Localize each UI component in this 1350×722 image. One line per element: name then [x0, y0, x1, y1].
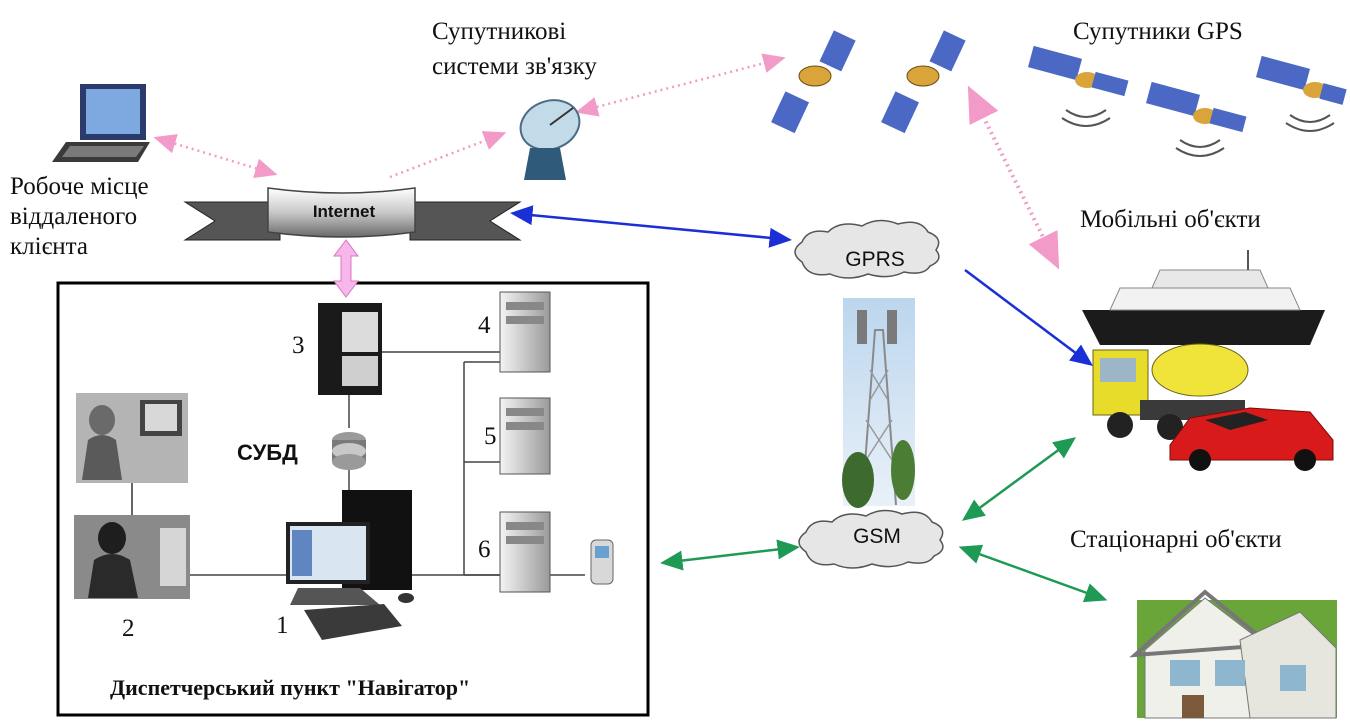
operator-photo-bottom	[74, 515, 190, 599]
number-4: 4	[478, 312, 491, 339]
server-3-icon	[318, 303, 382, 395]
sports-car-image	[1169, 407, 1334, 471]
gprs-links	[510, 205, 1093, 366]
remote-label-line3: клієнта	[10, 233, 89, 260]
satellite-links	[153, 53, 1060, 270]
dbms-label: СУБД	[237, 440, 298, 465]
gprs-label: GPRS	[845, 248, 905, 271]
satcom-label-line2: системи зв'язку	[432, 53, 597, 80]
server-5-icon	[499, 397, 551, 475]
stationary-objects-label: Стаціонарні об'єкти	[1070, 526, 1282, 553]
ship-image	[1082, 250, 1325, 345]
gps-label: Супутники GPS	[1073, 18, 1243, 45]
number-1: 1	[276, 612, 289, 639]
house-image	[1129, 589, 1337, 719]
server-6-icon	[499, 511, 551, 593]
dispatch-title: Диспетчерський пункт "Навігатор"	[110, 675, 471, 700]
gps-satellite-icon	[1256, 55, 1347, 132]
mobile-objects-label: Мобільні об'єкти	[1080, 206, 1261, 233]
operator-photo-top	[76, 393, 188, 483]
satellite-dish-icon	[519, 99, 581, 180]
remote-label-line2: віддаленого	[10, 203, 138, 230]
workstation-1-icon	[286, 490, 414, 640]
internet-server-link	[333, 239, 359, 298]
internet-label: Internet	[312, 202, 376, 221]
server-4-icon	[499, 291, 551, 373]
number-6: 6	[478, 536, 491, 563]
gsm-links	[660, 437, 1108, 603]
gsm-cloud	[798, 509, 944, 569]
comm-satellite-icon	[771, 30, 856, 134]
mobile-phone-icon	[590, 539, 614, 585]
laptop-icon	[52, 84, 150, 162]
lan-wires	[190, 351, 585, 576]
number-5: 5	[484, 423, 497, 450]
cell-tower-image	[842, 298, 915, 508]
gps-satellite-icon	[1028, 45, 1129, 127]
gprs-cloud	[794, 219, 940, 279]
satcom-label-line1: Супутникові	[432, 18, 567, 45]
gsm-label: GSM	[853, 525, 901, 548]
remote-label-line1: Робоче місце	[10, 173, 149, 200]
gps-satellite-icon	[1146, 81, 1247, 157]
internet-banner	[183, 187, 522, 241]
comm-satellite-icon	[881, 30, 966, 134]
database-icon	[332, 432, 366, 470]
number-2: 2	[122, 615, 135, 642]
number-3: 3	[292, 332, 305, 359]
